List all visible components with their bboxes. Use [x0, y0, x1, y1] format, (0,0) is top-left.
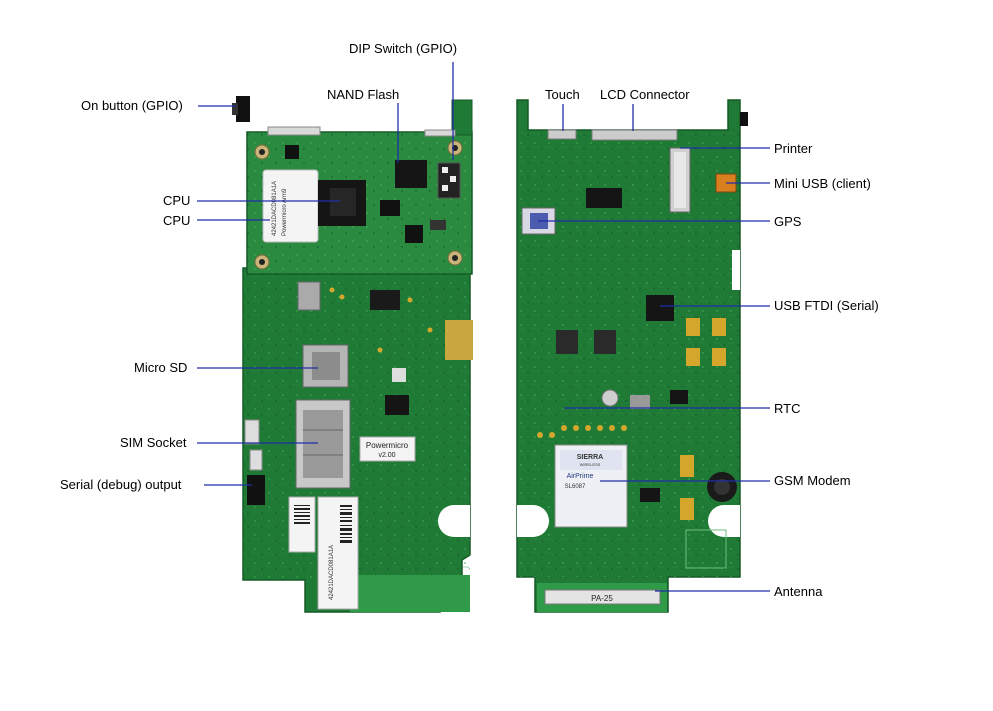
label-on-button: On button (GPIO): [81, 98, 183, 113]
cpu-sticker-line2: Powermicro Arm9: [282, 188, 288, 236]
label-antenna: Antenna: [774, 584, 823, 599]
powermicro-version: v2.00: [378, 452, 395, 459]
board-text: 42421DACD081A1A Powermicro Arm9 Powermic…: [272, 181, 613, 603]
callout-lines: [197, 62, 770, 592]
label-touch: Touch: [545, 87, 580, 102]
cpu-sticker-line1: 42421DACD081A1A: [272, 181, 278, 236]
usb-ftdi-chip: [646, 295, 674, 321]
label-nand-flash: NAND Flash: [327, 87, 400, 102]
label-cpu-1: CPU: [163, 193, 191, 208]
label-gsm-modem: GSM Modem: [774, 473, 851, 488]
lcd-connector: [591, 129, 678, 141]
modem-model: AirPrime: [567, 473, 594, 480]
antenna-strip-label: PA-25: [591, 594, 613, 603]
serial-connector: [247, 475, 265, 505]
label-sim-socket: SIM Socket: [120, 435, 187, 450]
label-serial-output: Serial (debug) output: [60, 477, 182, 492]
dip-switch-part: [437, 162, 461, 199]
left-board: [232, 96, 473, 613]
label-usb-ftdi: USB FTDI (Serial): [774, 298, 879, 313]
modem-brand: SIERRA: [577, 454, 603, 461]
on-button-part: [236, 96, 250, 122]
nand-flash-chip: [395, 160, 427, 188]
label-cpu-2: CPU: [163, 213, 191, 228]
label-printer: Printer: [774, 141, 813, 156]
powermicro-sticker: [359, 436, 416, 462]
barcode-sticker-small: [288, 496, 316, 553]
label-gps: GPS: [774, 214, 802, 229]
rtc-part: [601, 389, 619, 407]
left-board-tab: [350, 575, 470, 612]
label-dip-switch: DIP Switch (GPIO): [349, 41, 458, 56]
label-micro-sd: Micro SD: [134, 360, 188, 375]
barcode-sticker-large: [317, 496, 359, 610]
label-rtc: RTC: [774, 401, 801, 416]
label-mini-usb: Mini USB (client): [774, 176, 871, 191]
barcode-text: 42421DACD081A1A: [329, 545, 335, 600]
modem-brand-sub: WIRELESS: [580, 462, 601, 467]
right-board: [516, 99, 748, 613]
touch-connector: [547, 129, 577, 140]
modem-part: SL6087: [565, 484, 586, 490]
label-lcd-connector: LCD Connector: [600, 87, 690, 102]
powermicro-label: Powermicro: [366, 441, 409, 450]
